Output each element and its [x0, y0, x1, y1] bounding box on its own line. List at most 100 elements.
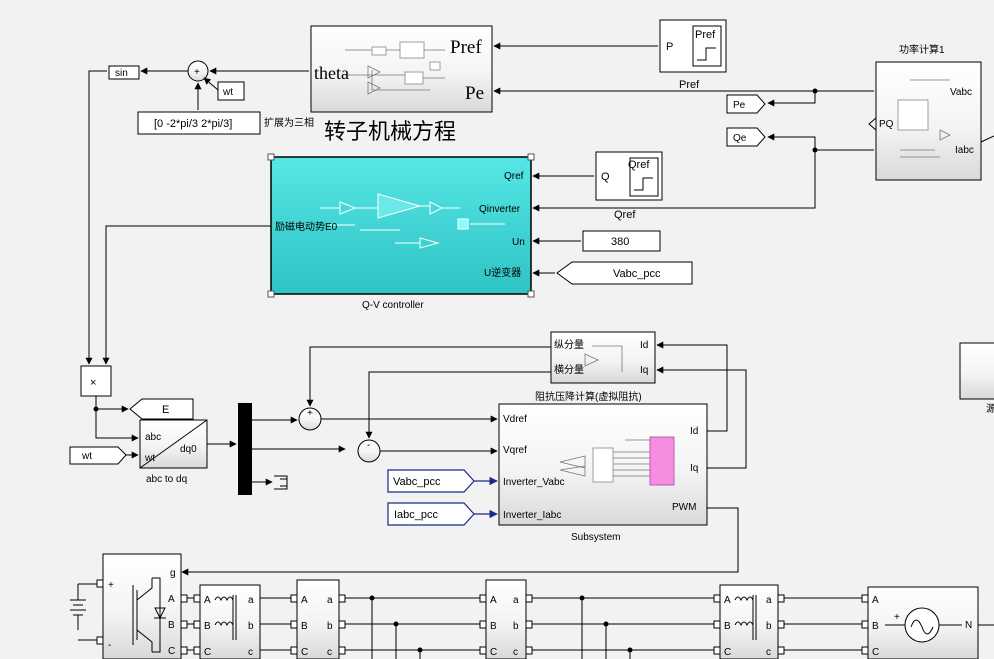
- wt-from-tag-top[interactable]: wt: [217, 81, 245, 101]
- phase-constant-block[interactable]: [0 -2*pi/3 2*pi/3]: [137, 111, 261, 135]
- abcdq-port-abc: abc: [145, 432, 161, 443]
- rotor-port-theta: theta: [314, 63, 349, 83]
- qref-port-q: Q: [601, 171, 610, 183]
- transformer-block-1[interactable]: A B C a b c: [199, 584, 261, 659]
- pref-block-label: Pref: [679, 79, 700, 91]
- constant-380-block[interactable]: 380: [582, 230, 661, 252]
- coil-icon-1: [214, 595, 237, 640]
- source-block-right-cut[interactable]: 源: [959, 342, 994, 415]
- igbt-bridge-block[interactable]: + - g A B C: [102, 553, 182, 659]
- sum-sign-top: +: [194, 67, 200, 78]
- abcdq-port-dq0: dq0: [180, 444, 197, 455]
- sine-source-icon: [904, 607, 940, 643]
- bridge-port-c: C: [168, 646, 175, 657]
- power-calc-title: 功率计算1: [899, 43, 945, 56]
- rotor-inner-diagram: [345, 41, 445, 95]
- t2-port-b-low: b: [766, 621, 772, 632]
- m2-port-c-low: c: [513, 647, 518, 658]
- qe-goto-tag[interactable]: Qe: [726, 127, 766, 147]
- transformer-block-2[interactable]: A B C a b c: [719, 584, 779, 659]
- t1-port-a: A: [204, 595, 211, 606]
- qref-inner-label: Qref: [628, 159, 650, 171]
- three-phase-bus: [181, 597, 866, 659]
- bridge-port-g: g: [170, 568, 176, 579]
- src-port-b: B: [872, 621, 879, 632]
- t2-port-c: C: [724, 647, 731, 658]
- pref-block[interactable]: P Pref: [659, 19, 727, 73]
- pe-goto-tag[interactable]: Pe: [726, 94, 766, 114]
- iabc-from-tag-bottom[interactable]: Iabc_pcc: [387, 502, 475, 526]
- vabc-from-bottom-label: Vabc_pcc: [393, 476, 441, 488]
- qv-controller-block[interactable]: Qref Qinverter Un U逆变器 励磁电动势E0: [267, 153, 535, 298]
- right-cut-label: 源: [986, 402, 994, 415]
- product-block[interactable]: ×: [80, 365, 112, 397]
- t1-port-c: C: [204, 647, 211, 658]
- subsystem-label: Subsystem: [571, 532, 620, 543]
- subsystem-inner-diagram: [559, 436, 675, 486]
- measurement-block-2[interactable]: A B C a b c: [485, 579, 527, 659]
- sin-label: sin: [115, 68, 128, 79]
- qv-port-uinv: U逆变器: [484, 266, 521, 279]
- terminator-block[interactable]: [274, 475, 288, 490]
- dc-source[interactable]: [70, 583, 99, 641]
- qv-port-qref: Qref: [504, 171, 524, 182]
- wt-tag-bottom-label: wt: [81, 451, 92, 462]
- expand-note: 扩展为三相: [264, 116, 314, 129]
- sum-block-vd[interactable]: +: [298, 407, 322, 431]
- sum-block-top[interactable]: +: [187, 60, 209, 82]
- power-calc-block[interactable]: Vabc Iabc PQ: [868, 61, 982, 181]
- m1-port-c-low: c: [327, 647, 332, 658]
- abcdq-port-wt: wt: [144, 453, 155, 464]
- pref-port-p: P: [666, 41, 673, 53]
- rotor-equation-block[interactable]: theta Pref Pe: [310, 25, 493, 113]
- wire-qe-to-qv: [532, 150, 816, 212]
- impedance-port-id: Id: [640, 340, 648, 351]
- ac-source-block[interactable]: A B C + N: [867, 586, 979, 659]
- m1-port-a: A: [301, 595, 308, 606]
- iabc-from-bottom-label: Iabc_pcc: [394, 509, 439, 521]
- product-symbol: ×: [90, 377, 96, 389]
- subsystem-port-vqref: Vqref: [503, 445, 527, 456]
- qv-selection-handles: [267, 153, 535, 298]
- qref-block[interactable]: Q Qref: [595, 151, 663, 201]
- vabc-from-tag-top[interactable]: Vabc_pcc: [556, 261, 693, 285]
- m2-port-b-low: b: [513, 621, 519, 632]
- demux-block[interactable]: [238, 403, 252, 495]
- qv-port-e0: 励磁电动势E0: [275, 220, 338, 233]
- qv-port-un: Un: [512, 237, 525, 248]
- qv-port-qinverter: Qinverter: [479, 204, 521, 215]
- m2-port-a-low: a: [513, 595, 519, 606]
- t2-port-a: A: [724, 595, 731, 606]
- t1-port-b-low: b: [248, 621, 254, 632]
- power-port-pq: PQ: [879, 119, 894, 130]
- e-tag-label: E: [162, 404, 169, 416]
- igbt-icon: [132, 577, 166, 653]
- impedance-block[interactable]: 纵分量 横分量 Id Iq: [550, 331, 656, 384]
- sum-block-vq[interactable]: -: [357, 439, 381, 463]
- vabc-from-tag-bottom[interactable]: Vabc_pcc: [387, 469, 475, 493]
- sum-vd-sign: +: [307, 408, 313, 419]
- qv-controller-label: Q-V controller: [362, 300, 424, 311]
- sin-goto-tag[interactable]: sin: [108, 65, 140, 80]
- qref-step-icon: [634, 177, 653, 191]
- t1-port-a-low: a: [248, 595, 254, 606]
- src-port-a: A: [872, 595, 879, 606]
- measurement-block-1[interactable]: A B C a b c: [296, 579, 340, 659]
- phase-constant-value: [0 -2*pi/3 2*pi/3]: [154, 118, 232, 130]
- impedance-title: 阻抗压降计算(虚拟阻抗): [535, 390, 642, 403]
- src-port-c: C: [872, 647, 879, 658]
- wt-from-tag-bottom[interactable]: wt: [69, 446, 127, 465]
- impedance-port-iq: Iq: [640, 365, 648, 376]
- wire-wt-to-sum: [203, 77, 219, 91]
- coil-icon-2: [734, 595, 757, 640]
- t2-port-a-low: a: [766, 595, 772, 606]
- e-goto-tag[interactable]: E: [129, 398, 194, 420]
- wire-pwm: [181, 507, 739, 576]
- abc-to-dq-block[interactable]: abc wt dq0: [139, 419, 208, 469]
- subsystem-port-pwm: PWM: [672, 502, 696, 513]
- m1-port-b: B: [301, 621, 308, 632]
- subsystem-block[interactable]: Vdref Vqref Inverter_Vabc Inverter_Iabc …: [498, 403, 708, 526]
- bridge-port-a: A: [168, 594, 175, 605]
- port-connectors: [96, 579, 869, 655]
